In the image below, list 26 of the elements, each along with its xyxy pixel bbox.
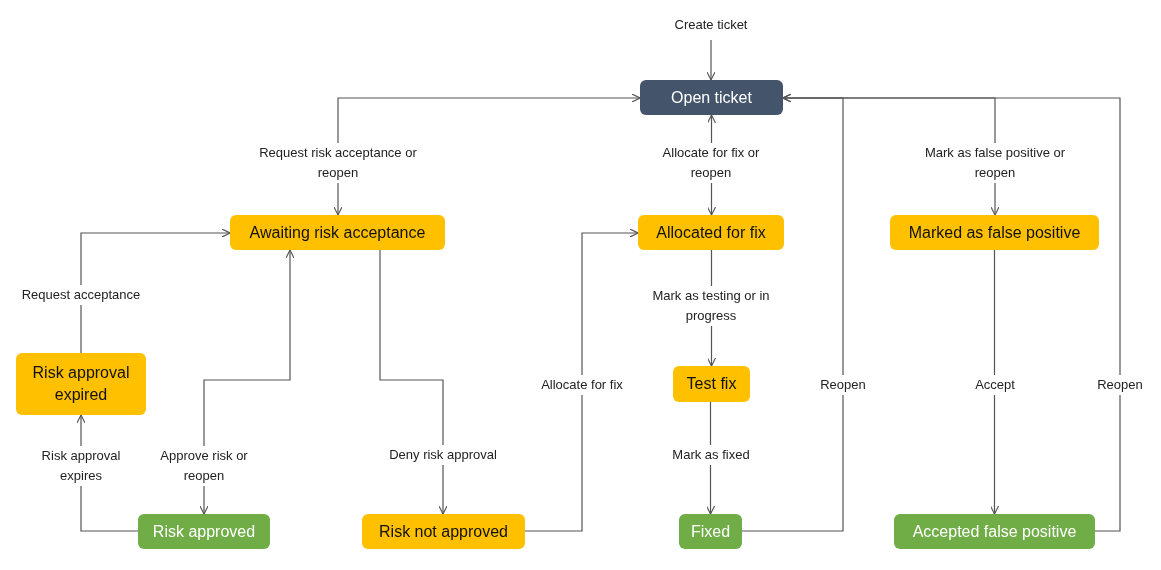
- status-box: Open ticket: [640, 80, 783, 115]
- arrow: [782, 93, 1121, 532]
- edge-label: Mark as fixed: [670, 445, 752, 465]
- edge-label: Allocate for fix: [539, 375, 625, 395]
- status-box: Marked as false positive: [890, 215, 1099, 250]
- arrow: [706, 39, 716, 81]
- edge-label: Reopen: [818, 375, 868, 395]
- edge-label: Request acceptance: [19, 285, 143, 305]
- arrow: [80, 228, 231, 354]
- edge-label: Reopen: [1095, 375, 1145, 395]
- status-box: Risk approved: [138, 514, 270, 549]
- arrow: [379, 249, 448, 515]
- arrow: [333, 93, 641, 216]
- arrow: [524, 228, 639, 532]
- edge-label: Accept: [973, 375, 1017, 395]
- status-box: Allocated for fix: [638, 215, 784, 250]
- status-box: Accepted false positive: [894, 514, 1095, 549]
- status-box: Fixed: [679, 514, 742, 549]
- start-label: Create ticket: [666, 14, 756, 36]
- status-box: Awaiting risk acceptance: [230, 215, 445, 250]
- status-box: Risk not approved: [362, 514, 525, 549]
- arrow: [989, 249, 1000, 515]
- arrow: [199, 249, 295, 515]
- status-box: Risk approval expired: [16, 353, 146, 415]
- edge-label: Deny risk approval: [387, 445, 499, 465]
- status-box: Test fix: [673, 366, 750, 402]
